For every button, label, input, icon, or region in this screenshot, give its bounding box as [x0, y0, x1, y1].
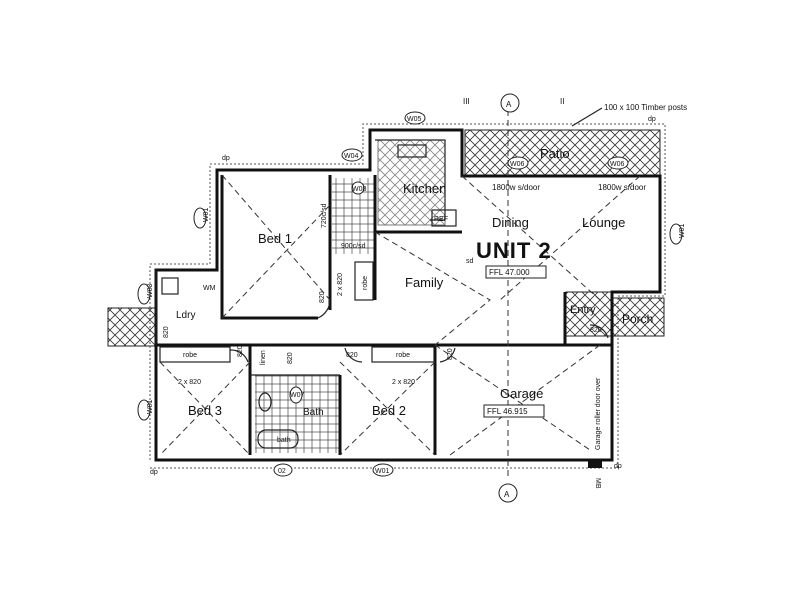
door-dim-820-bed3: 820 [237, 345, 244, 357]
ref-label: REF [434, 216, 448, 223]
sliding-door-2-note: 1800w s/door [598, 183, 646, 192]
window-tag-w07: W07 [290, 392, 305, 399]
room-label-bed1: Bed 1 [258, 231, 292, 246]
patio-area [464, 129, 661, 176]
dp-label-bottom-left: dp [150, 469, 158, 476]
dp-label-bottom-right: dp [614, 463, 622, 470]
unit-title: UNIT 2 [476, 238, 552, 263]
linen-label: linen [260, 350, 267, 365]
roman-mark-left: III [463, 97, 470, 106]
door-dim-bed2: 2 x 820 [392, 379, 415, 386]
laundry-tub [161, 277, 179, 295]
dp-label-top-left: dp [222, 155, 230, 162]
ffl-garage-label: FFL 46.915 [487, 407, 528, 416]
bath-tub-label: bath [277, 437, 291, 444]
bath-tub [257, 429, 299, 449]
laundry-deck-area [107, 307, 157, 347]
toilet [258, 392, 272, 412]
internal-walls [155, 139, 612, 455]
door-dim-bed3: 2 x 820 [178, 379, 201, 386]
robe-bed2-label: robe [396, 352, 410, 359]
robe-bed2 [371, 346, 435, 363]
window-tag-w06-right: W06 [610, 161, 625, 168]
room-label-porch: Porch [622, 312, 653, 326]
door-dim-bed1-robe: 2 x 820 [337, 273, 344, 296]
meter-box [588, 460, 602, 468]
ffl-main-label: FFL 47.000 [489, 268, 530, 277]
door-dim-820-bath: 820 [287, 352, 294, 364]
robe-bed3 [159, 346, 231, 363]
window-tag-w04: W04 [344, 153, 359, 160]
window-tag-w01-right: W01 [679, 224, 686, 239]
window-tags: W05 W04 W01 W01 W03 W01 02 W01 W06 W06 W… [137, 111, 686, 477]
roller-door-note: Garage roller door over [595, 377, 602, 450]
wm-label: WM [203, 285, 216, 292]
room-label-garage: Garage [500, 386, 543, 401]
mb-label: MB [594, 478, 601, 489]
roof-lines [159, 110, 641, 480]
room-label-ldry: Ldry [176, 310, 195, 321]
robe-family-label: robe [362, 276, 369, 290]
dim-900-ensuite: 900c/sd [341, 243, 366, 250]
room-label-family: Family [405, 275, 444, 290]
dp-label-top-right: dp [648, 116, 656, 123]
door-dim-820-ldry: 820 [163, 326, 170, 338]
room-label-bed3: Bed 3 [188, 403, 222, 418]
room-label-lounge: Lounge [582, 215, 625, 230]
room-label-patio: Patio [540, 146, 570, 161]
sliding-door-1-note: 1800w s/door [492, 183, 540, 192]
section-marker-bottom: A [498, 483, 518, 503]
room-label-bath: Bath [303, 407, 324, 418]
sd-label: sd [466, 258, 474, 265]
section-a-bottom-label: A [504, 490, 510, 499]
door-dim-820-garage: 820 [447, 348, 454, 360]
timber-posts-note: 100 x 100 Timber posts [604, 103, 687, 112]
entry-area [565, 291, 612, 337]
kitchen-sink [397, 144, 427, 158]
room-label-entry: Entry [570, 304, 596, 316]
robe-family [354, 261, 374, 301]
room-label-dining: Dining [492, 215, 529, 230]
fridge [431, 209, 457, 227]
section-a-top-label: A [506, 100, 512, 109]
door-dim-820-bed2: 820 [346, 352, 358, 359]
window-tag-w01-bottom: W01 [375, 468, 390, 475]
boundary-line [149, 123, 666, 469]
section-marker-top: A [500, 93, 520, 113]
window-tag-w01-left: W01 [203, 208, 210, 223]
room-label-kitchen: Kitchen [403, 181, 446, 196]
door-dim-820-entry: 820 [590, 327, 602, 334]
window-tag-w05: W05 [407, 116, 422, 123]
window-tag-w06-left: W06 [510, 161, 525, 168]
robe-bed3-label: robe [183, 352, 197, 359]
door-swings [229, 299, 609, 363]
window-tag-w02: 02 [278, 468, 286, 475]
external-walls [154, 128, 662, 462]
room-label-bed2: Bed 2 [372, 403, 406, 418]
timber-posts-leader [571, 107, 603, 127]
window-tag-w08: W08 [352, 186, 367, 193]
window-tag-w03: W03 [147, 284, 154, 299]
roman-mark-right: II [560, 97, 564, 106]
window-tag-w01-bed3: W01 [147, 400, 154, 415]
porch-area [611, 297, 665, 337]
dim-720-ensuite: 720c/sd [321, 203, 328, 228]
door-dim-820-bed1: 820 [319, 291, 326, 303]
